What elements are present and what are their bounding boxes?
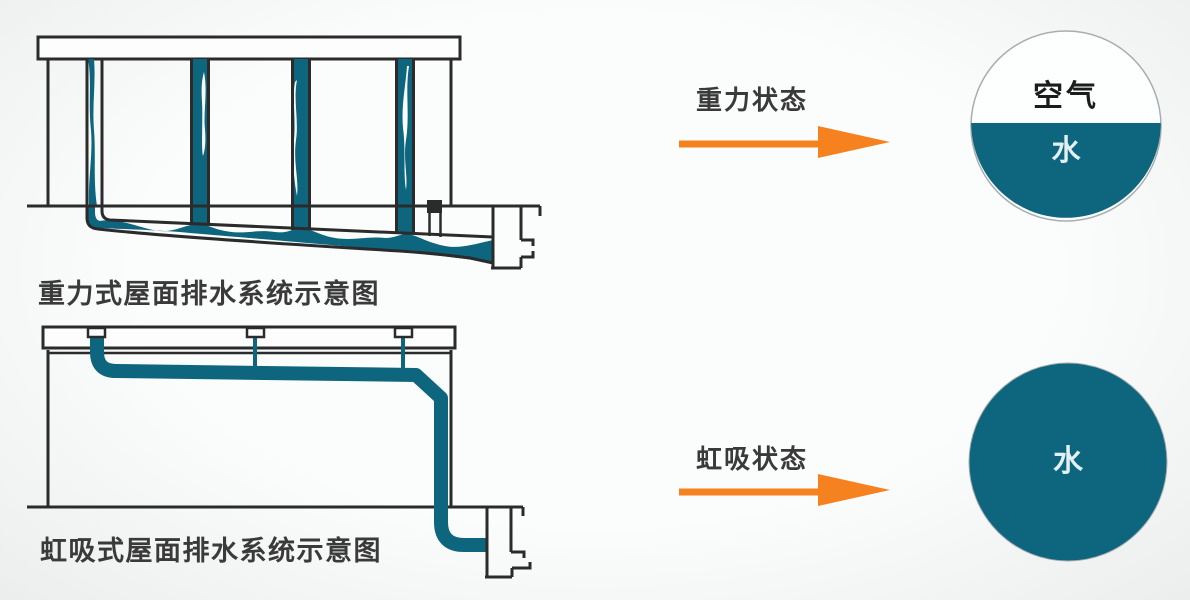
- siphonic-state-label: 虹吸状态: [696, 444, 809, 474]
- siphonic-state-circle: [968, 362, 1168, 562]
- gravity-state-group: [679, 30, 1162, 222]
- gravity-ground-line: [27, 204, 542, 216]
- gravity-state-label: 重力状态: [696, 85, 809, 115]
- gravity-system-drawing: [27, 35, 542, 270]
- gravity-arrow-icon: [679, 126, 890, 158]
- gravity-outlet-pit: [491, 206, 535, 270]
- gravity-caption: 重力式屋面排水系统示意图: [38, 279, 380, 309]
- siphonic-ground-line: [27, 505, 525, 516]
- siphonic-arrow-icon: [679, 474, 890, 506]
- gravity-collector-water: [88, 206, 493, 263]
- siphonic-caption: 虹吸式屋面排水系统示意图: [40, 536, 382, 566]
- gravity-building-walls: [46, 59, 453, 206]
- siphonic-pipe: [90, 336, 486, 552]
- gravity-collector-channel: [85, 206, 494, 265]
- siphonic-outlet-pit: [485, 507, 532, 579]
- siphonic-building-walls: [46, 350, 453, 507]
- siphonic-state-group: [679, 362, 1168, 562]
- siphonic-roof-inlets: [86, 326, 414, 339]
- gravity-roof-slab: [36, 35, 462, 61]
- gravity-rain-pipes: [85, 59, 415, 234]
- gravity-cleanout-cap: [427, 200, 442, 237]
- gravity-circle-water-label: 水: [1051, 135, 1081, 167]
- siphonic-system-drawing: [27, 325, 532, 579]
- gravity-state-circle: [970, 30, 1162, 222]
- siphonic-circle-water-label: 水: [1053, 445, 1083, 478]
- gravity-circle-air-label: 空气: [1033, 80, 1099, 113]
